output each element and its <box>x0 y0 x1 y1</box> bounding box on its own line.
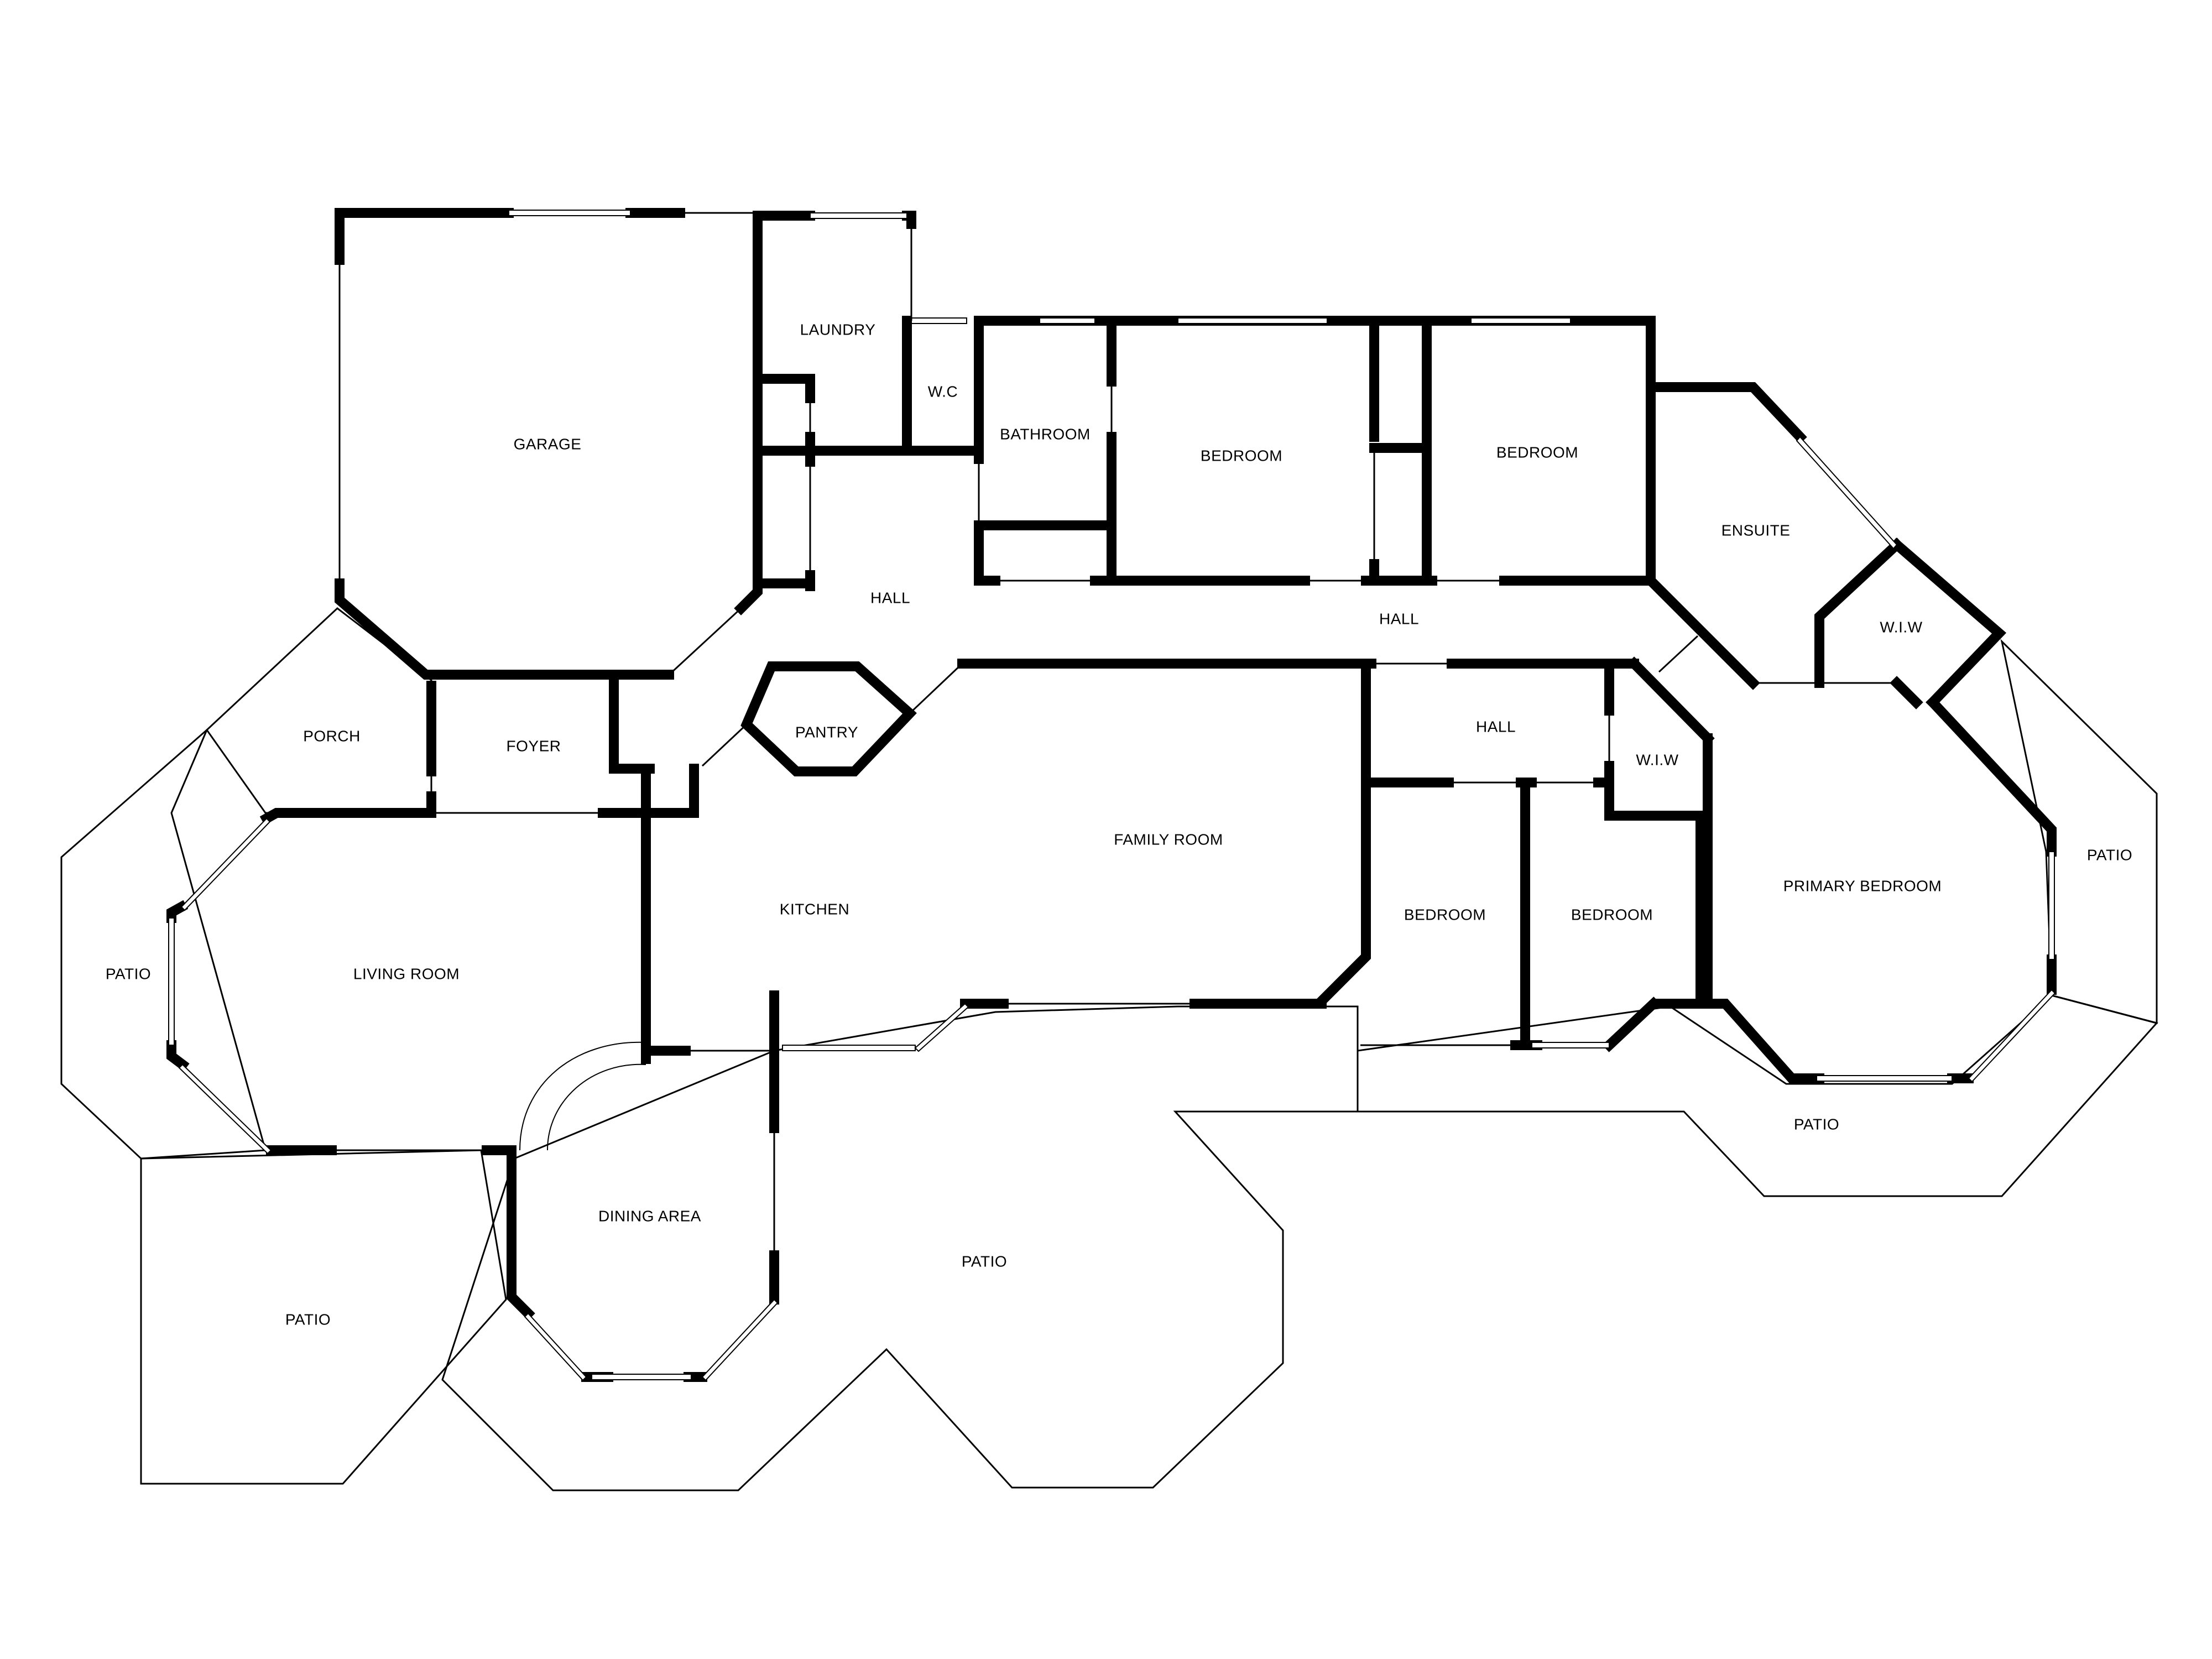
door <box>909 662 963 714</box>
room-label-garage: GARAGE <box>514 435 582 452</box>
window <box>524 1312 587 1381</box>
window <box>782 1045 916 1051</box>
patio-south-west-outline <box>140 1149 507 1485</box>
wiw-wall-south <box>1890 676 1923 709</box>
room-label-pantry: PANTRY <box>795 723 858 740</box>
living-room-wall-north <box>259 808 436 826</box>
room-label-bedroom-3: BEDROOM <box>1404 906 1486 923</box>
room-label-hall-3: HALL <box>1476 718 1516 735</box>
dining-wall-west <box>482 1145 535 1321</box>
room-label-hall-1: HALL <box>870 589 910 606</box>
room-label-wiw-1: W.I.W <box>1880 618 1922 635</box>
room-label-laundry: LAUNDRY <box>800 321 876 338</box>
window <box>1177 317 1328 324</box>
room-label-dining-area: DINING AREA <box>598 1207 701 1224</box>
window <box>911 317 967 324</box>
ensuite-wall-south <box>1644 573 1760 690</box>
room-label-hall-2: HALL <box>1379 610 1419 627</box>
room-label-kitchen: KITCHEN <box>780 900 849 917</box>
window <box>180 817 271 911</box>
windows <box>168 210 2056 1381</box>
patio-west-outline <box>60 729 267 1160</box>
room-label-patio-south-west: PATIO <box>285 1311 331 1328</box>
room-label-primary-bedroom: PRIMARY BEDROOM <box>1783 877 1942 894</box>
room-label-porch: PORCH <box>303 727 361 744</box>
doors <box>332 212 1897 1255</box>
room-label-patio-south-east: PATIO <box>1794 1115 1839 1133</box>
room-label-patio-east: PATIO <box>2087 846 2132 863</box>
primary-bedroom-wall-south <box>1654 999 1824 1083</box>
door-swing <box>547 1063 646 1151</box>
window <box>591 1374 692 1380</box>
room-labels: GARAGE LAUNDRY W.C BATHROOM BEDROOM BEDR… <box>106 321 2132 1328</box>
door <box>668 607 742 676</box>
bedroom-4-wall-south-east <box>1602 997 1661 1052</box>
window <box>1816 1075 1953 1082</box>
patio-east-outline <box>2000 639 2158 1024</box>
primary-bedroom-wall-east <box>1926 695 2057 857</box>
window <box>1470 317 1571 324</box>
room-label-living-room: LIVING ROOM <box>353 965 460 982</box>
room-label-bathroom: BATHROOM <box>1000 425 1091 442</box>
patio-outlines <box>60 607 2158 1491</box>
window <box>178 1063 272 1155</box>
room-label-bedroom-2: BEDROOM <box>1496 444 1578 461</box>
window <box>1968 989 2056 1083</box>
wiw-wall <box>1814 538 1904 688</box>
room-label-bedroom-4: BEDROOM <box>1571 906 1653 923</box>
window <box>2048 851 2055 960</box>
patio-south-outline <box>441 1005 1359 1491</box>
room-label-foyer: FOYER <box>507 737 561 754</box>
room-label-wiw-2: W.I.W <box>1636 751 1678 768</box>
porch-outline <box>206 607 432 814</box>
ensuite-wall-east <box>1890 538 2007 709</box>
laundry-wall-inner <box>758 374 815 403</box>
garage-wall-west-top <box>335 208 514 265</box>
window <box>1039 317 1095 324</box>
ensuite-wall-top <box>1646 382 1807 444</box>
pantry-walls <box>740 661 917 776</box>
window <box>810 212 907 219</box>
living-room-wall-west <box>166 900 189 923</box>
garage-wall-east <box>734 211 763 615</box>
room-label-patio-west: PATIO <box>106 965 151 982</box>
wiw-2-wall-east <box>1627 656 1715 745</box>
room-label-ensuite: ENSUITE <box>1721 521 1791 539</box>
foyer-wall-east-2 <box>641 764 699 818</box>
window <box>914 1003 969 1052</box>
window <box>508 210 631 216</box>
window <box>168 917 175 1046</box>
patio-south-east-outline <box>1357 994 2158 1197</box>
door <box>701 723 748 767</box>
window <box>1531 1042 1610 1048</box>
window <box>1796 436 1898 550</box>
living-room-wall-west-low <box>166 1040 190 1072</box>
laundry-wall-east <box>902 211 916 229</box>
foyer-wall-east <box>609 675 655 774</box>
bedroom-3-wall-west <box>1314 659 1371 1008</box>
walls <box>166 208 2057 1382</box>
room-label-wc: W.C <box>928 383 958 400</box>
room-label-bedroom-1: BEDROOM <box>1201 447 1282 464</box>
window <box>701 1298 779 1381</box>
door <box>1658 635 1699 673</box>
room-label-family-room: FAMILY ROOM <box>1114 831 1223 848</box>
door-swing <box>519 1041 646 1151</box>
room-label-patio-south: PATIO <box>962 1253 1007 1270</box>
garage-wall-bottom <box>335 578 674 680</box>
